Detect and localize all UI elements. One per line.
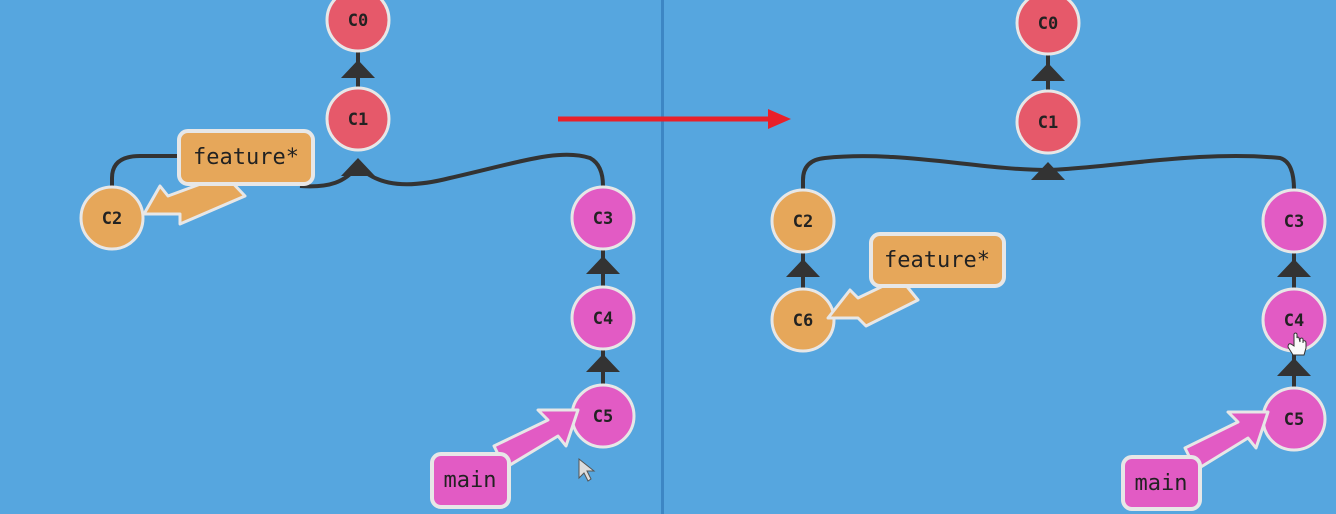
panel-before: C0 C1 C2 C3 C4 C5 feature* xyxy=(79,0,636,509)
commit-c2-label: C2 xyxy=(793,212,813,232)
commit-c4[interactable]: C4 xyxy=(570,285,636,351)
panel-after: C0 C1 C2 C6 C3 C4 C5 featu xyxy=(770,0,1327,511)
branch-main[interactable]: main xyxy=(430,408,580,509)
commit-c3[interactable]: C3 xyxy=(1261,188,1327,254)
commit-c5[interactable]: C5 xyxy=(570,383,636,449)
commit-c0[interactable]: C0 xyxy=(325,0,391,53)
edge-c2-branch xyxy=(110,154,188,188)
commit-c2[interactable]: C2 xyxy=(770,188,836,254)
commit-c1-label: C1 xyxy=(1038,113,1058,133)
cursor-arrow-icon xyxy=(578,457,596,482)
branch-main-label: main xyxy=(1135,471,1188,496)
commit-c0-label: C0 xyxy=(1038,14,1058,34)
commit-c5-label: C5 xyxy=(593,407,613,427)
branch-feature-pointer xyxy=(142,173,247,226)
commit-c1-label: C1 xyxy=(348,110,368,130)
branch-feature[interactable]: feature* xyxy=(142,129,315,226)
branch-main-label: main xyxy=(444,468,497,493)
commit-c0[interactable]: C0 xyxy=(1015,0,1081,56)
branch-feature[interactable]: feature* xyxy=(826,232,1006,328)
panel-divider xyxy=(661,0,664,514)
commit-c2-label: C2 xyxy=(102,209,122,229)
commit-c2[interactable]: C2 xyxy=(79,185,145,251)
transition-arrow xyxy=(558,109,791,129)
branch-feature-label: feature* xyxy=(193,145,299,170)
commit-c4-label: C4 xyxy=(593,309,613,329)
commit-c3-label: C3 xyxy=(1284,212,1304,232)
commit-c5-label: C5 xyxy=(1284,410,1304,430)
branch-feature-pointer xyxy=(826,276,920,328)
hand-pointer-icon xyxy=(1287,332,1307,356)
branch-feature-label: feature* xyxy=(884,248,990,273)
commit-c3[interactable]: C3 xyxy=(570,185,636,251)
commit-c6-label: C6 xyxy=(793,311,813,331)
commit-c1[interactable]: C1 xyxy=(1015,89,1081,155)
commit-c4-label: C4 xyxy=(1284,311,1304,331)
branch-main-pointer xyxy=(492,408,580,470)
commit-c5[interactable]: C5 xyxy=(1261,386,1327,452)
commit-c6[interactable]: C6 xyxy=(770,287,836,353)
commit-c0-label: C0 xyxy=(348,11,368,31)
commit-c3-label: C3 xyxy=(593,209,613,229)
branch-main-pointer xyxy=(1183,410,1270,472)
branch-main[interactable]: main xyxy=(1121,410,1270,511)
commit-c1[interactable]: C1 xyxy=(325,86,391,152)
